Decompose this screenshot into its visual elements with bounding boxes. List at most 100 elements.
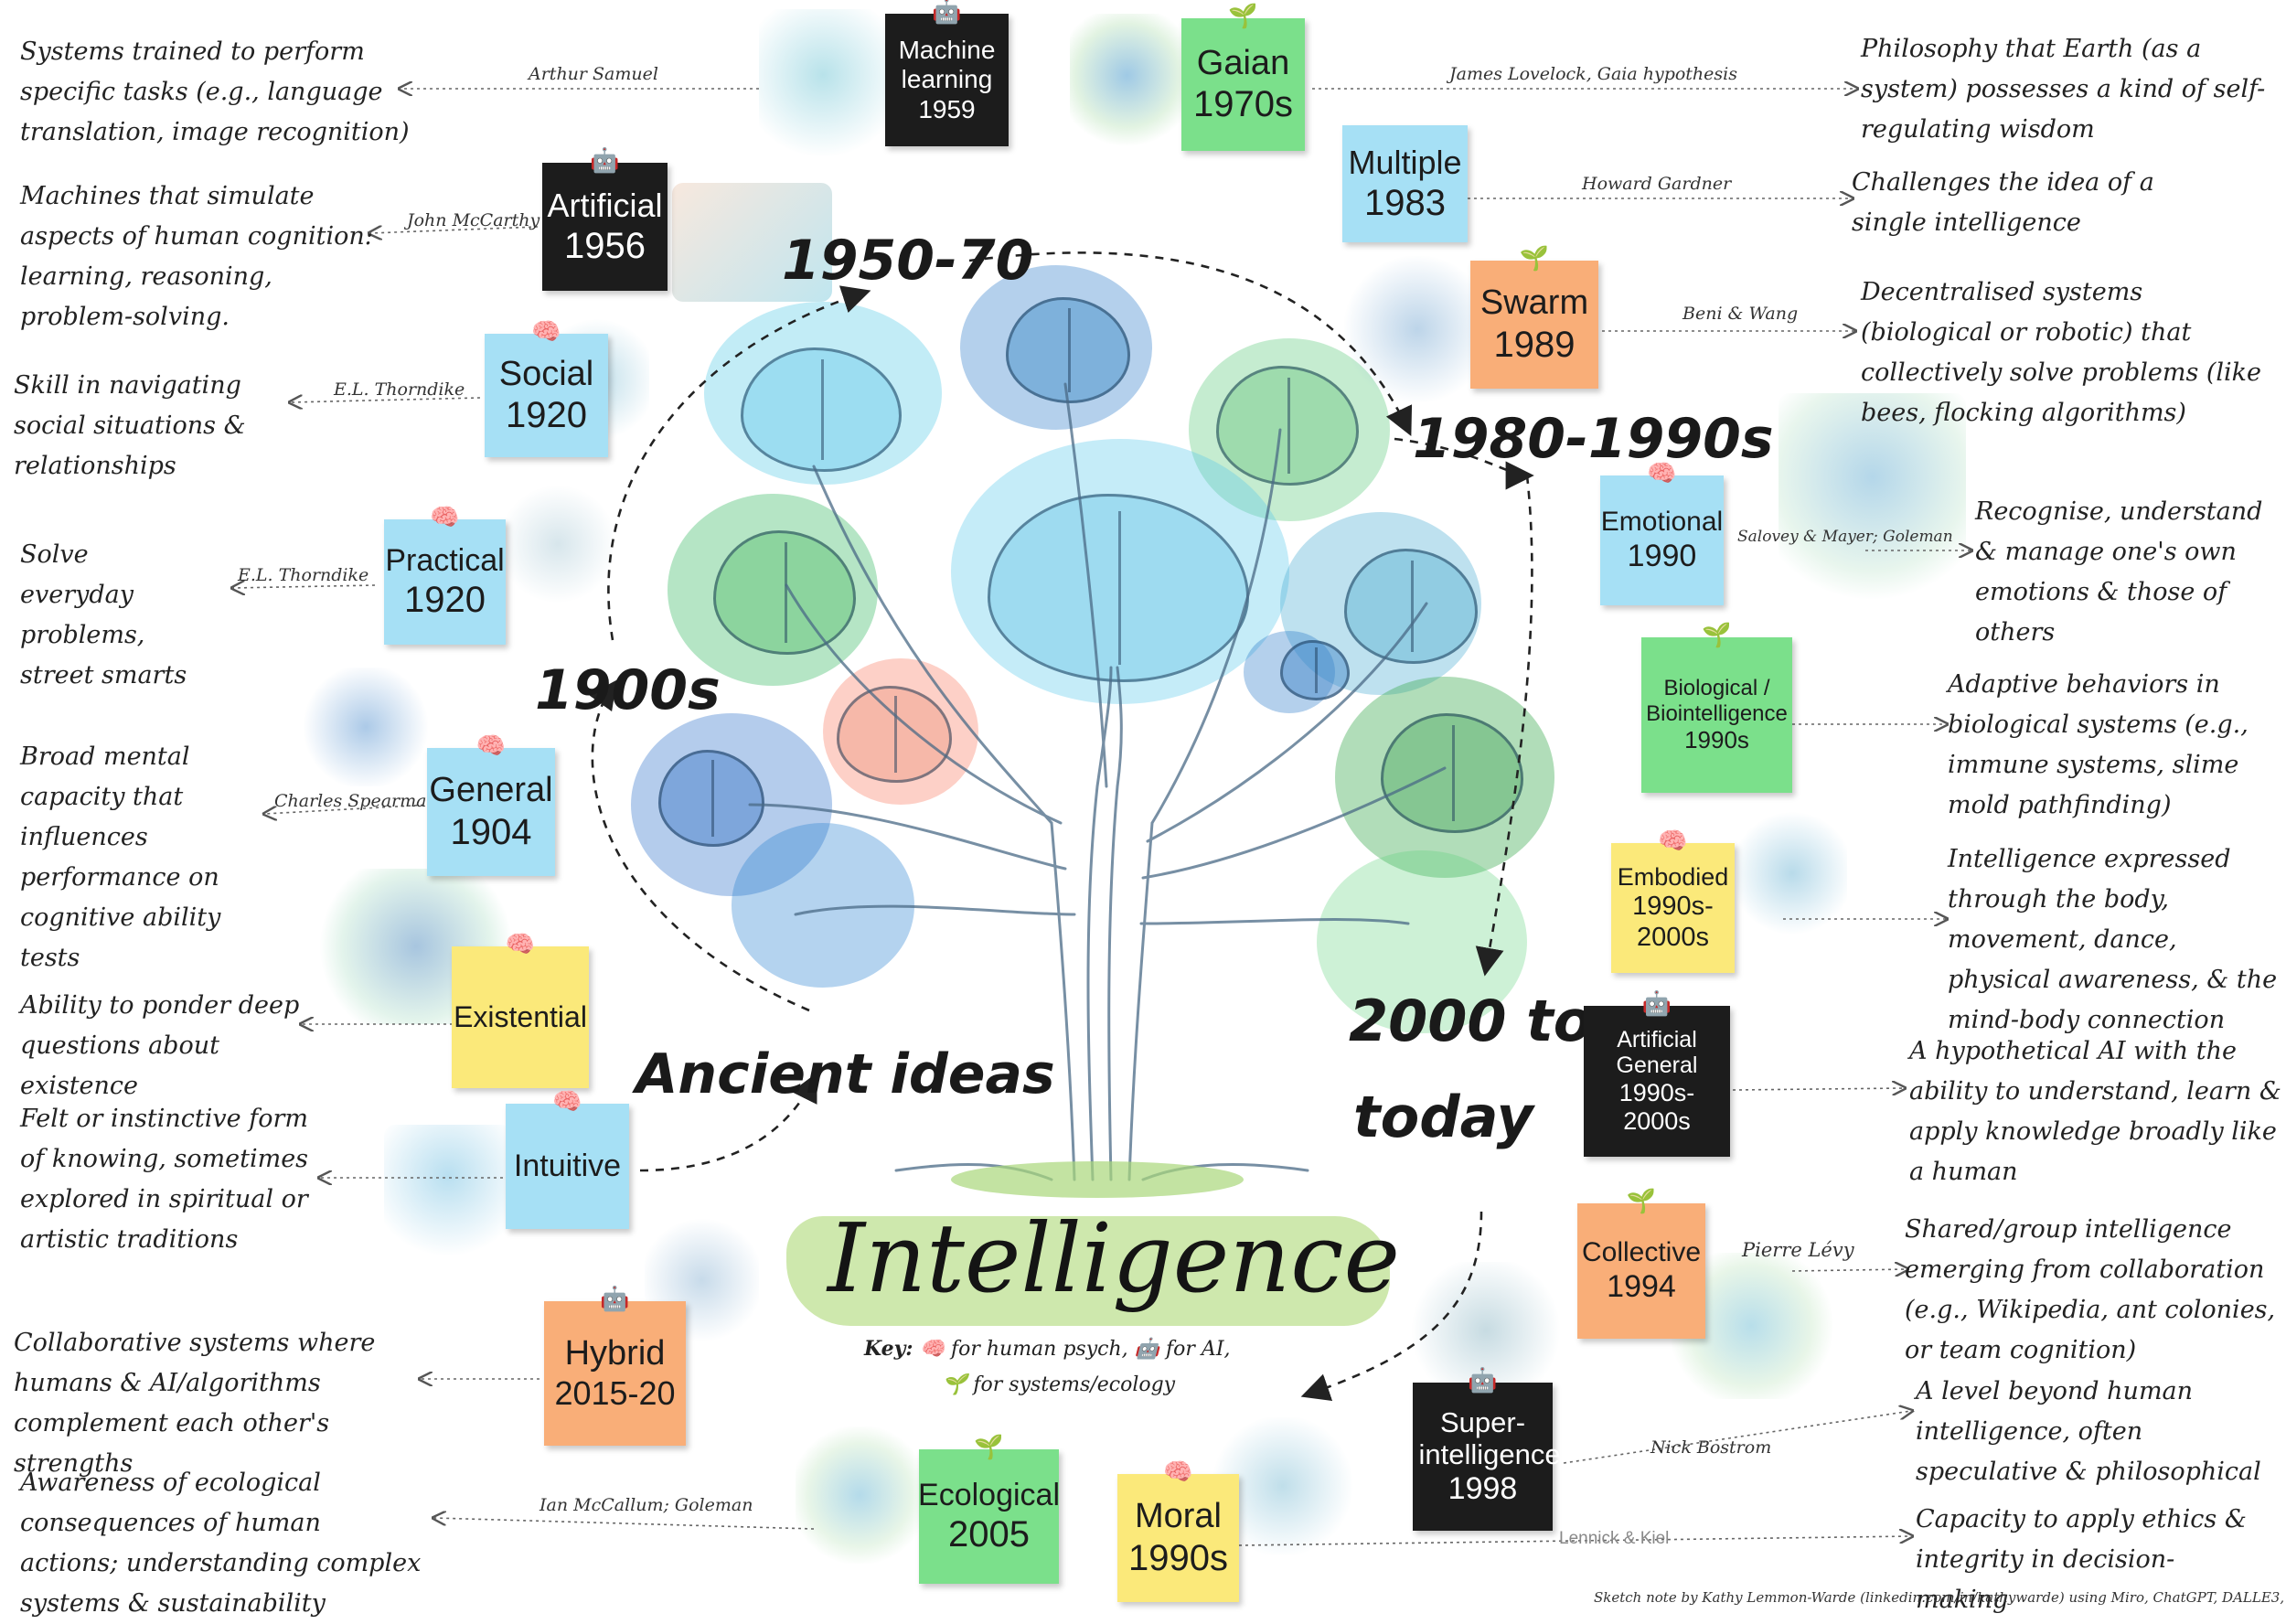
intuitive-description: Felt or instinctive form of knowing, som… xyxy=(20,1105,309,1254)
practical-description: Solve everyday problems, street smarts xyxy=(20,540,187,689)
brain-icon: 🧠 xyxy=(531,317,561,345)
sticky-note-artificial-general[interactable]: 🤖 Artificial General 1990s-2000s xyxy=(1584,991,1730,1157)
general-description: Broad mental capacity that influences pe… xyxy=(20,743,221,972)
sticky-note-gaian[interactable]: 🌱 Gaian 1970s xyxy=(1181,4,1305,151)
robot-icon: 🤖 xyxy=(1134,1338,1160,1361)
robot-icon: 🤖 xyxy=(932,0,962,25)
sticky-note-multiple[interactable]: Multiple 1983 xyxy=(1342,125,1468,242)
note-name: Social xyxy=(498,354,594,393)
sticky-note-hybrid[interactable]: 🤖 Hybrid 2015-20 xyxy=(544,1287,686,1446)
gaian-description: Philosophy that Earth (as a system) poss… xyxy=(1861,35,2266,144)
ecological-description: Awareness of ecological consequences of … xyxy=(20,1469,422,1618)
note-name: Super-intelligence xyxy=(1418,1405,1561,1471)
multiple-description: Challenges the idea of a single intellig… xyxy=(1852,168,2154,237)
sticky-note-ecological[interactable]: 🌱 Ecological 2005 xyxy=(918,1435,1060,1584)
legend-key-label: Key: xyxy=(864,1337,913,1361)
sticky-note-intuitive[interactable]: 🧠 Intuitive xyxy=(506,1089,629,1229)
note-year: 1904 xyxy=(450,811,532,852)
note-name: Multiple xyxy=(1348,144,1462,182)
multiple-author: Howard Gardner xyxy=(1582,174,1732,194)
sticky-note-machine-learning[interactable]: 🤖 Machine learning 1959 xyxy=(885,0,1009,146)
note-name: Ecological xyxy=(918,1477,1060,1512)
robot-icon: 🤖 xyxy=(1641,989,1672,1017)
era-label-today: today xyxy=(1353,1084,1533,1150)
brain-icon: 🧠 xyxy=(430,503,460,530)
note-year: 1956 xyxy=(564,225,646,266)
agi-description: A hypothetical AI with the ability to un… xyxy=(1909,1037,2281,1186)
note-name: Embodied xyxy=(1617,863,1729,892)
sticky-note-existential[interactable]: 🧠 Existential xyxy=(452,932,589,1088)
note-year: 1990s-2000s xyxy=(1632,892,1714,952)
earth-tree-illustration xyxy=(1070,14,1184,151)
legend-human: for human psych, xyxy=(950,1338,1128,1361)
embodied-description: Intelligence expressed through the body,… xyxy=(1948,845,2278,1034)
legend-eco: for systems/ecology xyxy=(973,1373,1176,1396)
social-description: Skill in navigating social situations & … xyxy=(14,371,246,480)
sticky-note-artificial[interactable]: 🤖 Artificial 1956 xyxy=(542,148,668,291)
brain-icon: 🧠 xyxy=(919,1338,945,1361)
era-label-1900s: 1900s xyxy=(535,658,721,722)
collective-description: Shared/group intelligence emerging from … xyxy=(1905,1215,2276,1364)
practical-figure-illustration xyxy=(503,480,613,608)
sticky-note-collective[interactable]: 🌱 Collective 1994 xyxy=(1577,1189,1705,1339)
legend-key: Key: 🧠 for human psych, 🤖 for AI, xyxy=(864,1337,1231,1361)
ml-author: Arthur Samuel xyxy=(529,64,658,84)
note-name: Intuitive xyxy=(513,1148,622,1183)
robot-human-illustration xyxy=(1408,1262,1564,1399)
brain-icon: 🧠 xyxy=(552,1087,582,1115)
note-name: Artificial General xyxy=(1616,1026,1698,1079)
note-year: 1990 xyxy=(1627,538,1697,573)
sprout-icon: 🌱 xyxy=(1702,621,1732,648)
note-year: 1990s xyxy=(1684,725,1749,753)
legend-key-line-2: 🌱 for systems/ecology xyxy=(942,1373,1175,1396)
note-year: 1994 xyxy=(1607,1268,1676,1304)
note-year: 1959 xyxy=(918,94,976,123)
note-year: 2015-20 xyxy=(554,1374,676,1413)
sticky-note-swarm[interactable]: 🌱 Swarm 1989 xyxy=(1470,246,1598,389)
sprout-icon: 🌱 xyxy=(1228,2,1258,29)
footer-credit: Sketch note by Kathy Lemmon-Warde (linke… xyxy=(1594,1589,2286,1606)
robot-icon: 🤖 xyxy=(590,146,620,174)
note-year: 1970s xyxy=(1193,84,1293,125)
hybrid-description: Collaborative systems where humans & AI/… xyxy=(14,1329,376,1478)
superintelligence-author: Nick Bostrom xyxy=(1650,1437,1772,1458)
sticky-note-social[interactable]: 🧠 Social 1920 xyxy=(485,319,608,457)
sticky-note-general[interactable]: 🧠 General 1904 xyxy=(427,733,555,876)
artificial-description: Machines that simulate aspects of human … xyxy=(20,182,373,331)
note-name: Biological / Biointelligence xyxy=(1646,676,1788,727)
swarm-author: Beni & Wang xyxy=(1682,304,1799,324)
brain-icon: 🧠 xyxy=(505,930,536,957)
note-year: 1998 xyxy=(1447,1471,1518,1507)
sprout-icon: 🌱 xyxy=(1626,1187,1657,1214)
note-year: 1990s xyxy=(1128,1537,1228,1578)
era-label-2000-to: 2000 to xyxy=(1349,988,1593,1054)
note-name: Hybrid xyxy=(564,1334,666,1373)
sticky-note-moral[interactable]: 🧠 Moral 1990s xyxy=(1117,1459,1239,1602)
brain-icon: 🧠 xyxy=(1647,459,1677,486)
general-author: Charles Spearman xyxy=(274,791,438,811)
note-name: Gaian xyxy=(1196,43,1290,82)
roots-illustration xyxy=(759,9,887,174)
title-band xyxy=(786,1216,1390,1326)
moral-description: Capacity to apply ethics & integrity in … xyxy=(1916,1505,2247,1614)
note-name: Machine learning xyxy=(898,36,996,94)
robot-icon: 🤖 xyxy=(600,1285,630,1312)
note-name: Collective xyxy=(1581,1237,1702,1268)
sticky-note-practical[interactable]: 🧠 Practical 1920 xyxy=(384,505,506,645)
ml-description: Systems trained to perform specific task… xyxy=(20,37,410,146)
sticky-note-biological[interactable]: 🌱 Biological / Biointelligence 1990s xyxy=(1641,623,1792,793)
social-author: E.L. Thorndike xyxy=(334,379,465,400)
emotional-author: Salovey & Mayer; Goleman xyxy=(1737,528,1953,546)
note-year: 1983 xyxy=(1364,182,1446,223)
sticky-note-emotional[interactable]: 🧠 Emotional 1990 xyxy=(1600,461,1724,605)
note-name: Moral xyxy=(1134,1497,1223,1536)
gaian-author: James Lovelock, Gaia hypothesis xyxy=(1449,64,1737,84)
robot-icon: 🤖 xyxy=(1468,1366,1498,1394)
sticky-note-embodied[interactable]: 🧠 Embodied 1990s-2000s xyxy=(1611,828,1735,973)
note-name: Artificial xyxy=(547,187,663,225)
sticky-note-superintelligence[interactable]: 🤖 Super-intelligence 1998 xyxy=(1413,1368,1561,1531)
existential-description: Ability to ponder deep questions about e… xyxy=(20,991,300,1100)
ecological-author: Ian McCallum; Goleman xyxy=(539,1495,753,1515)
practical-author: E.L. Thorndike xyxy=(238,565,369,585)
